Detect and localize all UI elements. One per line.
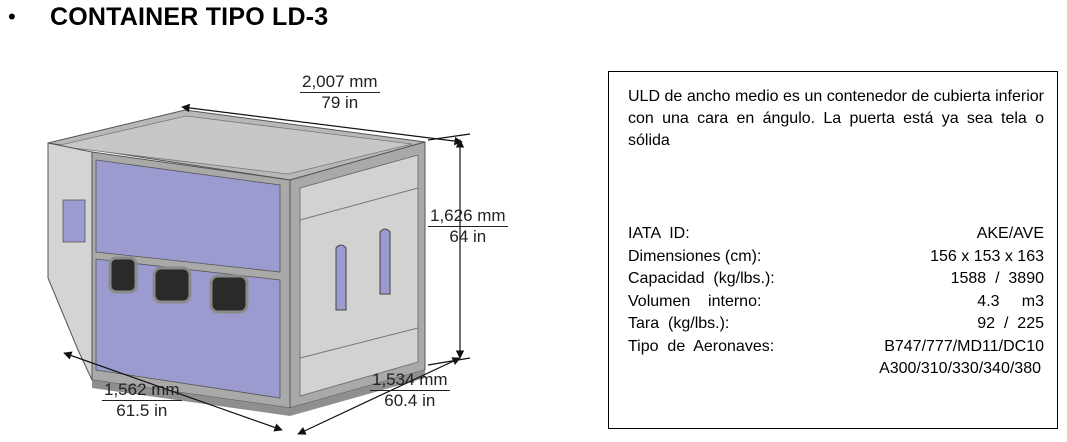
spec-key: IATA ID:	[628, 225, 690, 242]
spec-row-aircraft: Tipo de Aeronaves: B747/777/MD11/DC10	[628, 336, 1044, 359]
spec-value: 92 / 225	[977, 315, 1044, 332]
page-title: CONTAINER TIPO LD-3	[50, 2, 329, 31]
spec-row-tare: Tara (kg/lbs.): 92 / 225	[628, 313, 1044, 336]
spec-key: Dimensiones (cm):	[628, 247, 762, 265]
aircraft-continued: A300/310/330/340/380	[879, 360, 1041, 377]
dimension-width: 2,007 mm 79 in	[300, 72, 380, 113]
base-in: 61.5 in	[116, 401, 168, 420]
info-box: ULD de ancho medio es un contenedor de c…	[608, 71, 1058, 429]
door-slots	[335, 228, 391, 311]
base-mm: 1,562 mm	[102, 380, 182, 401]
spec-key: Capacidad (kg/lbs.):	[628, 270, 775, 287]
dimension-lines	[63, 103, 471, 435]
description: ULD de ancho medio es un contenedor de c…	[628, 88, 1044, 149]
heading: • CONTAINER TIPO LD-3	[8, 0, 328, 34]
depth-mm: 1,534 mm	[370, 370, 450, 391]
ld3-container-drawing	[47, 103, 471, 435]
spec-key: Tipo de Aeronaves:	[628, 337, 775, 355]
width-in: 79 in	[321, 93, 359, 112]
dimension-height: 1,626 mm 64 in	[428, 206, 508, 247]
front-windows	[108, 256, 249, 314]
front-panel-upper	[95, 159, 281, 273]
spec-list: IATA ID: AKE/AVE Dimensiones (cm): 156 x…	[628, 223, 1044, 381]
width-mm: 2,007 mm	[300, 72, 380, 93]
height-mm: 1,626 mm	[428, 206, 508, 227]
container-illustration: 2,007 mm 79 in 1,626 mm 64 in 1,562 mm 6…	[0, 40, 600, 437]
spec-value: B747/777/MD11/DC10	[884, 337, 1044, 355]
spec-value: 156 x 153 x 163	[930, 247, 1044, 265]
dimension-depth: 1,534 mm 60.4 in	[370, 370, 450, 411]
depth-in: 60.4 in	[384, 391, 436, 410]
spec-value: 4.3 m3	[977, 292, 1044, 310]
dimension-base: 1,562 mm 61.5 in	[102, 380, 182, 421]
angled-face	[47, 142, 93, 381]
height-in: 64 in	[449, 227, 487, 246]
spec-key: Volumen interno:	[628, 292, 762, 310]
spec-row-iata: IATA ID: AKE/AVE	[628, 223, 1044, 246]
spec-row-dimensions: Dimensiones (cm): 156 x 153 x 163	[628, 246, 1044, 269]
spec-row-capacity: Capacidad (kg/lbs.): 1588 / 3890	[628, 268, 1044, 291]
spec-value: 1588 / 3890	[950, 270, 1044, 287]
bullet: •	[8, 4, 16, 29]
spec-value: AKE/AVE	[976, 225, 1044, 242]
spec-row-volume: Volumen interno: 4.3 m3	[628, 291, 1044, 314]
spec-key: Tara (kg/lbs.):	[628, 315, 730, 332]
